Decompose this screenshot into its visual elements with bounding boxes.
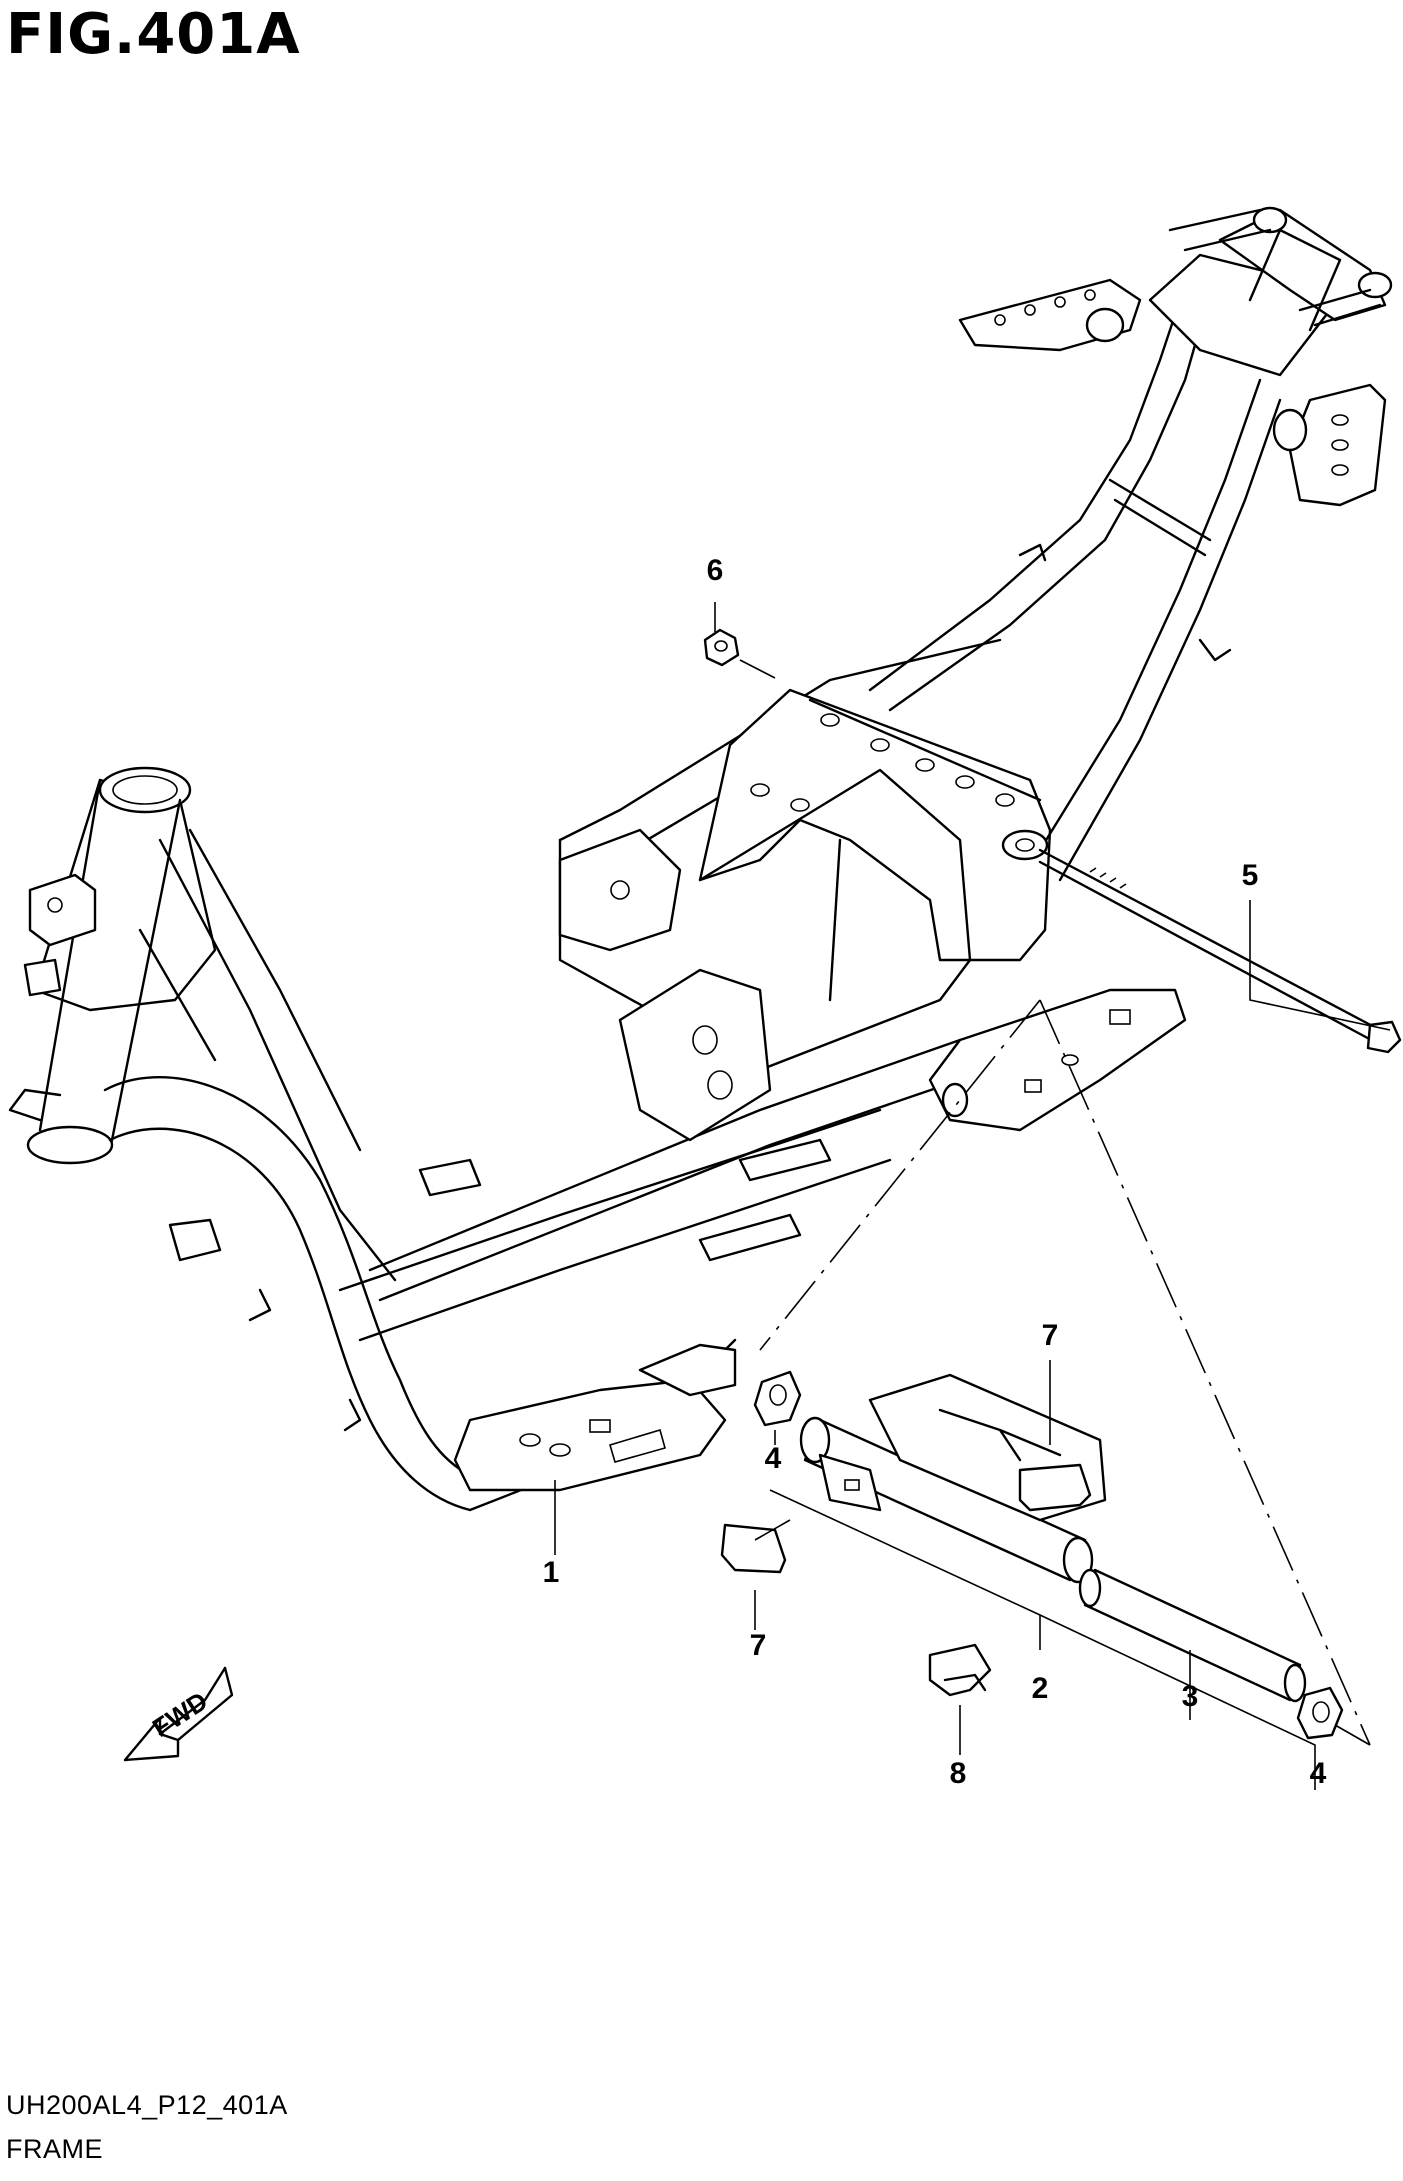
footrest-plate-right xyxy=(928,988,1187,1132)
bushing-upper xyxy=(753,1370,802,1427)
callout-5: 5 xyxy=(1242,859,1259,892)
leader-lines xyxy=(554,602,1391,1790)
bushing-lower xyxy=(1296,1686,1344,1740)
figure-title: FIG.401A xyxy=(6,2,301,67)
footrest-plate-left xyxy=(453,1378,727,1492)
callout-1: 1 xyxy=(543,1556,560,1589)
callout-3: 3 xyxy=(1182,1680,1199,1713)
fwd-arrow-icon: FWD xyxy=(123,1666,234,1762)
nut-part-6 xyxy=(703,628,740,667)
diagram-code: UH200AL4_P12_401A xyxy=(6,2090,288,2120)
cushion-upper xyxy=(1018,1463,1092,1512)
center-bracket xyxy=(618,968,772,1142)
callout-2: 2 xyxy=(1032,1672,1049,1705)
callout-6: 6 xyxy=(707,554,724,587)
callout-4-lower: 4 xyxy=(1310,1757,1327,1790)
frame-bolt xyxy=(1038,848,1402,1054)
seat-rail-bracket xyxy=(698,688,1052,962)
callout-7-lower: 7 xyxy=(750,1629,767,1662)
frame-assembly xyxy=(8,206,1393,1512)
callout-4-upper: 4 xyxy=(765,1442,782,1475)
clip-part-8 xyxy=(928,1643,992,1697)
collar-part-3 xyxy=(1078,1568,1307,1703)
diagram-name: FRAME xyxy=(6,2134,103,2164)
callout-7-upper: 7 xyxy=(1042,1319,1059,1352)
callout-8: 8 xyxy=(950,1757,967,1790)
cushion-lower xyxy=(720,1523,787,1574)
steering-head-top xyxy=(98,766,192,814)
